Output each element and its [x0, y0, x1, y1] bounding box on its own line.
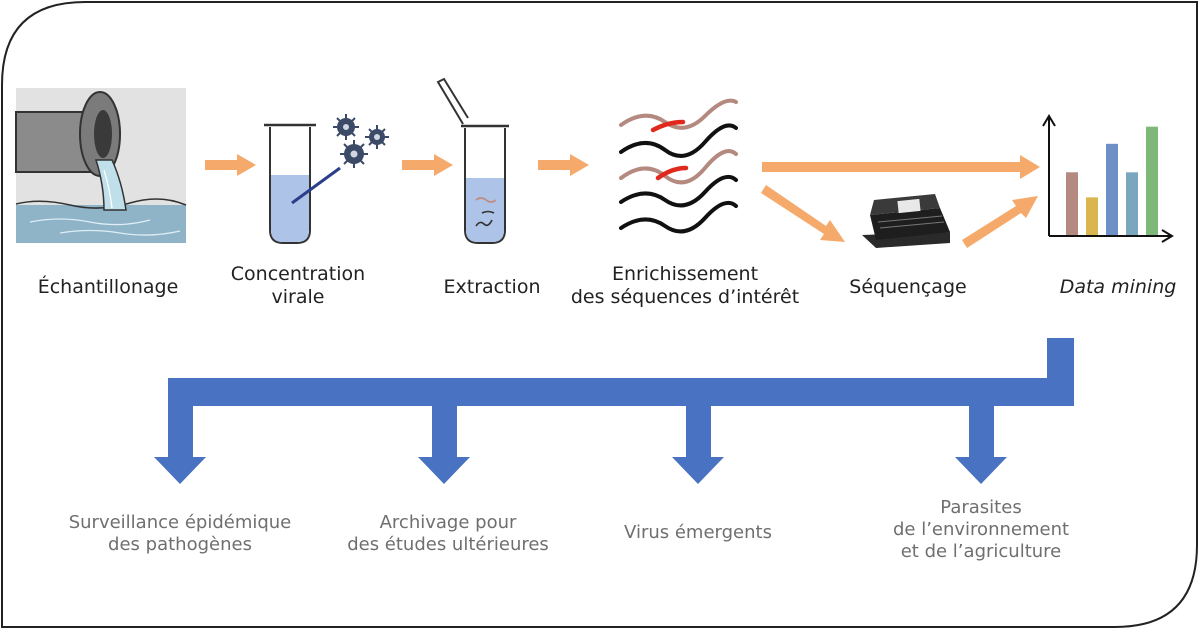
- outcome-label-surveillance: Surveillance épidémique des pathogènes: [40, 512, 320, 556]
- step-label-concentration-line1: Concentration: [230, 263, 366, 285]
- arrow-step1-to-step2: [205, 154, 256, 176]
- outcome-label-parasites: Parasites de l’environnement et de l’agr…: [856, 497, 1106, 563]
- outcome-label-archivage: Archivage pour des études ultérieures: [323, 512, 573, 556]
- distribution-arrows: [154, 338, 1074, 484]
- outcome-label-virus: Virus émergents: [624, 522, 772, 543]
- distribution-bar: [168, 338, 1074, 406]
- arrow-down-virus: [672, 405, 724, 484]
- arrow-step4-to-chart: [762, 155, 1040, 179]
- arrow-down-archivage: [418, 405, 470, 484]
- arrow-step3-to-step4: [538, 154, 589, 176]
- step-label-sequencage: Séquençage: [849, 276, 967, 298]
- outcome-parasites-line2: de l’environnement: [892, 519, 1070, 540]
- extraction-tube-icon: [436, 77, 509, 244]
- chart-icon-bar: [1106, 143, 1118, 235]
- outcome-surveillance-line2: des pathogènes: [108, 534, 252, 555]
- outcome-archivage-line1: Archivage pour: [379, 512, 517, 533]
- step-label-enrichissement-line2: des séquences d’intérêt: [570, 286, 800, 308]
- step-label-enrichissement: Enrichissement des séquences d’intérêt: [565, 263, 805, 309]
- chart-icon-bar: [1086, 197, 1098, 235]
- step-label-concentration-line2: virale: [271, 286, 325, 308]
- arrow-step2-to-step3: [402, 154, 453, 176]
- step-label-extraction: Extraction: [443, 276, 541, 298]
- virus-tube-icon: [264, 114, 389, 244]
- pipe-outflow-icon: [15, 88, 187, 243]
- sequencer-device-icon: [862, 194, 950, 248]
- chart-icon-bar: [1126, 172, 1138, 235]
- step-label-concentration: Concentration virale: [218, 263, 378, 309]
- outcome-surveillance-line1: Surveillance épidémique: [68, 512, 292, 533]
- chart-icon-bar: [1066, 172, 1078, 235]
- dna-strands-icon: [619, 98, 738, 234]
- arrow-down-parasites: [955, 405, 1007, 484]
- step-label-data-mining: Data mining: [1059, 276, 1177, 298]
- outcome-archivage-line2: des études ultérieures: [347, 534, 549, 555]
- arrow-sequencer-to-chart: [962, 196, 1038, 248]
- process-arrows: [205, 154, 1040, 248]
- arrow-down-surveillance: [154, 405, 206, 484]
- step-label-enrichissement-line1: Enrichissement: [611, 263, 759, 285]
- outcome-parasites-line3: et de l’agriculture: [900, 541, 1062, 562]
- bar-chart-icon: [1042, 114, 1174, 243]
- outcome-parasites-line1: Parasites: [940, 497, 1022, 518]
- step-label-echantillonage: Échantillonage: [37, 276, 179, 298]
- chart-icon-bar: [1146, 126, 1158, 235]
- arrow-step4-to-sequencer: [761, 185, 845, 242]
